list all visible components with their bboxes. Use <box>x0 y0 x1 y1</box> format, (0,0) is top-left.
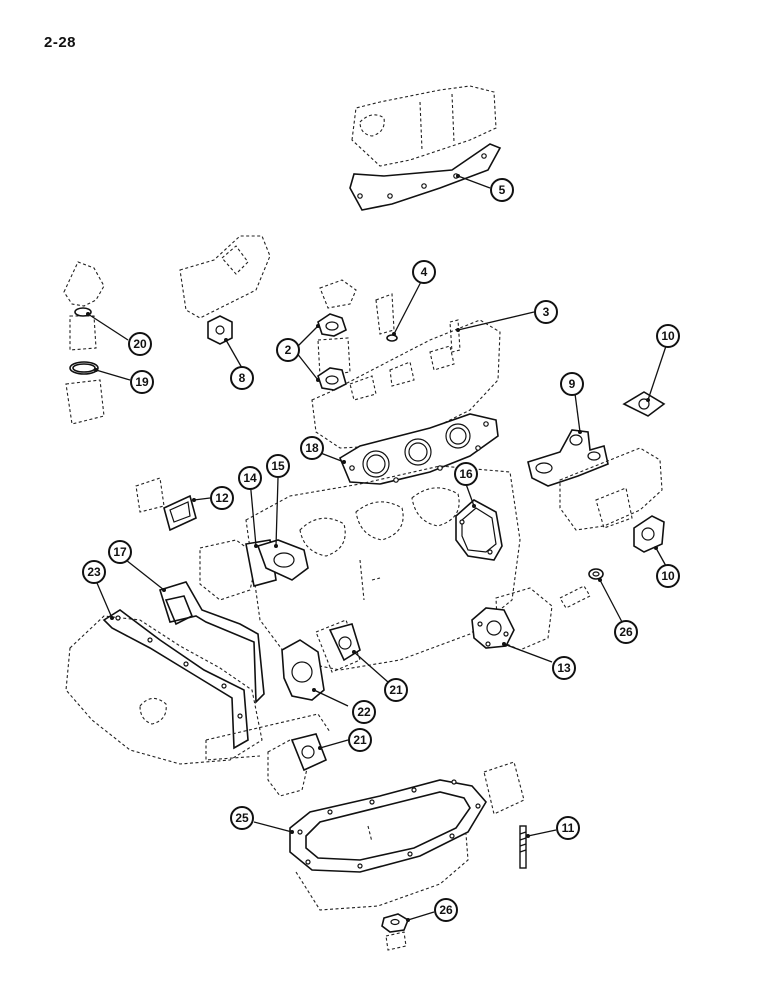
svg-text:11: 11 <box>562 821 575 835</box>
cylinder-head-group <box>311 279 501 449</box>
gaskets-14-15 <box>199 539 309 601</box>
callout-20: 20 <box>128 332 152 356</box>
callout-4: 4 <box>412 260 436 284</box>
gasket-16 <box>455 499 503 561</box>
callout-16: 16 <box>454 462 478 486</box>
thermostat-housing-group <box>63 261 105 425</box>
callout-21-upper: 21 <box>384 678 408 702</box>
svg-text:9: 9 <box>569 377 576 391</box>
callout-10-lower: 10 <box>656 564 680 588</box>
leader-end-dots <box>86 174 658 922</box>
svg-text:26: 26 <box>439 903 453 917</box>
svg-text:14: 14 <box>243 471 257 485</box>
gasket-12 <box>163 494 197 532</box>
callout-26-lower: 26 <box>434 898 458 922</box>
svg-text:3: 3 <box>543 305 550 319</box>
callout-23: 23 <box>82 560 106 584</box>
leader-lines <box>87 175 667 921</box>
svg-text:13: 13 <box>557 661 571 675</box>
svg-text:21: 21 <box>389 683 403 697</box>
exhaust-manifold-group <box>527 391 666 553</box>
oil-pump-group <box>471 568 604 651</box>
svg-text:19: 19 <box>135 375 149 389</box>
callout-14: 14 <box>238 466 262 490</box>
drain-plug <box>381 913 409 951</box>
callout-8: 8 <box>230 366 254 390</box>
svg-text:10: 10 <box>661 569 675 583</box>
callout-10-upper: 10 <box>656 324 680 348</box>
callout-21-lower: 21 <box>348 728 372 752</box>
callout-13: 13 <box>552 656 576 680</box>
svg-text:21: 21 <box>353 733 367 747</box>
callout-9: 9 <box>560 372 584 396</box>
svg-text:25: 25 <box>235 811 249 825</box>
svg-text:22: 22 <box>357 705 371 719</box>
rocker-cover-assembly <box>349 85 502 211</box>
svg-text:16: 16 <box>459 467 473 481</box>
svg-text:17: 17 <box>113 545 127 559</box>
page-number: 2-28 <box>44 34 77 51</box>
callout-19: 19 <box>130 370 154 394</box>
svg-text:15: 15 <box>271 459 285 473</box>
svg-text:12: 12 <box>215 491 229 505</box>
callout-25: 25 <box>230 806 254 830</box>
engine-block <box>135 465 521 671</box>
svg-text:2: 2 <box>285 343 292 357</box>
head-gasket <box>338 413 499 485</box>
svg-text:4: 4 <box>421 265 428 279</box>
oil-pan-group <box>289 761 525 911</box>
callout-26-upper: 26 <box>614 620 638 644</box>
callout-18: 18 <box>300 436 324 460</box>
timing-cover-group <box>65 581 331 765</box>
svg-text:20: 20 <box>133 337 147 351</box>
callout-3: 3 <box>534 300 558 324</box>
svg-text:26: 26 <box>619 625 633 639</box>
callout-22: 22 <box>352 700 376 724</box>
callout-11: 11 <box>556 816 580 840</box>
callout-12: 12 <box>210 486 234 510</box>
callout-5: 5 <box>490 178 514 202</box>
svg-text:18: 18 <box>305 441 319 455</box>
svg-text:10: 10 <box>661 329 675 343</box>
svg-text:5: 5 <box>499 183 506 197</box>
callout-15: 15 <box>266 454 290 478</box>
callout-17: 17 <box>108 540 132 564</box>
gaskets-21-22 <box>267 619 361 797</box>
svg-text:23: 23 <box>87 565 101 579</box>
water-outlet-group <box>179 235 271 345</box>
stud-11 <box>519 825 527 869</box>
callout-2: 2 <box>276 338 300 362</box>
svg-text:8: 8 <box>239 371 246 385</box>
